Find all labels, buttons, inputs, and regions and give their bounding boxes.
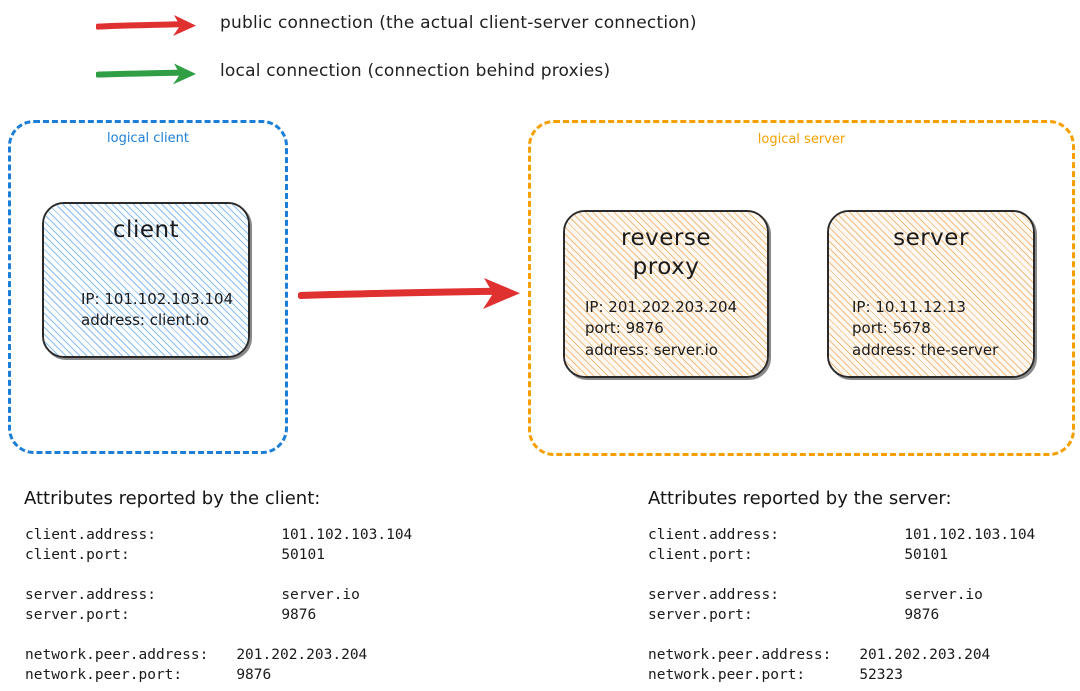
attr-key: network.peer.port: [25,667,183,683]
attr-key: client.port: [25,547,130,563]
attr-key: network.peer.address: [25,647,209,663]
table-row: client.address: 101.102.103.104 [25,525,412,545]
table-row: client.port: 50101 [648,545,1035,565]
attr-key: client.port: [648,547,753,563]
client-node-title: client [112,217,180,243]
client-node-details: IP: 101.102.103.104 address: client.io [81,289,233,332]
legend-label-public-connection: public connection (the actual client-ser… [220,13,697,33]
table-row: network.peer.port: 52323 [648,665,1035,685]
server-attributes-title: Attributes reported by the server: [648,488,952,509]
client-attributes-panel: Attributes reported by the client: [24,488,494,509]
attr-value: 201.202.203.204 [859,647,991,663]
attr-value: 50101 [281,547,325,563]
reverse-proxy-detail-address: address: server.io [585,340,718,359]
reverse-proxy-node-title: reverse proxy [621,225,711,280]
server-attributes-table: client.address: 101.102.103.104 client.p… [648,525,1035,685]
attr-value: 101.102.103.104 [904,527,1036,543]
table-row: server.port: 9876 [25,605,412,625]
table-row: server.port: 9876 [648,605,1035,625]
table-row-spacer [648,565,1035,585]
server-node-hatch-fill [829,212,1033,376]
client-node-hatch-fill [44,204,248,356]
server-detail-port: port: 5678 [852,319,931,338]
attr-value: 9876 [281,607,317,623]
arrow-right-icon [96,15,196,36]
client-node-detail-address: address: client.io [81,311,210,330]
table-row: server.address: server.io [648,585,1035,605]
table-row: client.address: 101.102.103.104 [648,525,1035,545]
server-detail-address: address: the-server [852,340,999,359]
attr-key: server.address: [648,587,779,603]
attr-value: 101.102.103.104 [281,527,413,543]
arrow-right-icon [96,63,196,85]
table-row-spacer [25,625,412,645]
table-row: network.peer.address: 201.202.203.204 [648,645,1035,665]
public-connection-arrow [298,272,524,316]
attr-key: network.peer.address: [648,647,832,663]
attr-key: server.port: [25,607,130,623]
server-node-details: IP: 10.11.12.13 port: 5678 address: the-… [852,297,998,361]
table-row: client.port: 50101 [25,545,412,565]
attr-key: client.address: [25,527,156,543]
table-row-spacer [648,625,1035,645]
attr-key: network.peer.port: [648,667,806,683]
logical-client-group [8,120,288,454]
reverse-proxy-detail-ip: IP: 201.202.203.204 [585,298,738,316]
client-node-detail-ip: IP: 101.102.103.104 [81,290,234,308]
table-row-spacer [25,565,412,585]
reverse-proxy-node-hatch-fill [565,212,767,376]
attr-key: server.port: [648,607,753,623]
legend-label-local-connection: local connection (connection behind prox… [220,61,611,81]
logical-server-group [528,120,1075,456]
client-attributes-table: client.address: 101.102.103.104 client.p… [25,525,412,685]
reverse-proxy-detail-port: port: 9876 [585,319,664,338]
client-node: client IP: 101.102.103.104 address: clie… [42,202,250,358]
attr-value: 9876 [904,607,940,623]
server-detail-ip: IP: 10.11.12.13 [852,298,966,316]
logical-client-caption: logical client [107,131,189,146]
table-row: server.address: server.io [25,585,412,605]
legend: public connection (the actual client-ser… [0,0,1080,100]
legend-item-local-connection [96,60,200,88]
table-row: network.peer.port: 9876 [25,665,412,685]
attr-value: server.io [904,587,983,603]
attr-key: server.address: [25,587,156,603]
attr-value: 52323 [859,667,903,683]
attr-value: 201.202.203.204 [236,647,368,663]
reverse-proxy-node: reverse proxy IP: 201.202.203.204 port: … [563,210,769,378]
server-node-title: server [893,225,969,251]
attr-key: client.address: [648,527,779,543]
attr-value: 9876 [236,667,272,683]
server-attributes-panel: Attributes reported by the server: [648,488,1078,509]
client-attributes-title: Attributes reported by the client: [24,488,321,509]
logical-server-caption: logical server [757,132,846,147]
server-node: server IP: 10.11.12.13 port: 5678 addres… [827,210,1035,378]
legend-item-public-connection [96,12,200,40]
arrow-right-icon [298,278,520,309]
reverse-proxy-node-details: IP: 201.202.203.204 port: 9876 address: … [585,297,737,361]
attr-value: 50101 [904,547,948,563]
table-row: network.peer.address: 201.202.203.204 [25,645,412,665]
attr-value: server.io [281,587,360,603]
